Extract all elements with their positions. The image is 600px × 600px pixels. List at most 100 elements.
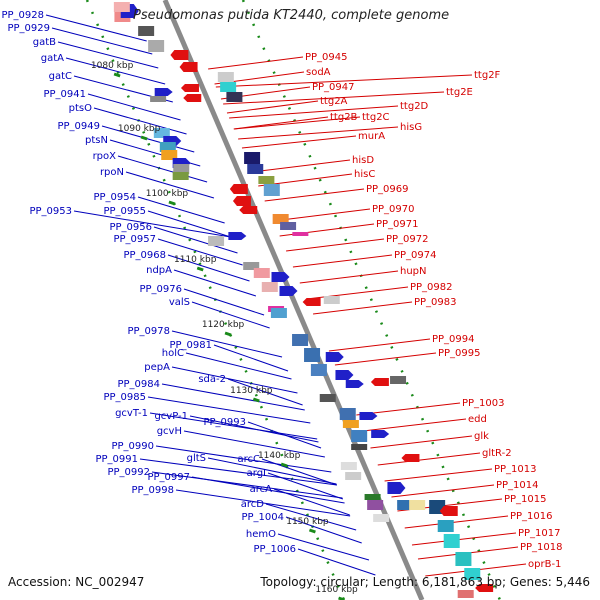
gene-label[interactable]: ttg2E [446, 87, 473, 98]
gene-label[interactable]: arcD [241, 499, 265, 510]
gene-label[interactable]: ttg2A [320, 96, 348, 107]
gene-label[interactable]: sda-2 [198, 374, 226, 385]
gene-label[interactable]: gltS [187, 453, 206, 464]
gene-label[interactable]: PP_0991 [95, 454, 138, 465]
gene-label[interactable]: ndpA [146, 265, 172, 276]
gene-label[interactable]: PP_0970 [372, 204, 415, 215]
gene-block [364, 494, 381, 500]
gene-label[interactable]: PP_0953 [29, 206, 72, 217]
gene-label[interactable]: PP_0976 [139, 284, 182, 295]
gene-label[interactable]: PP_0994 [432, 334, 475, 345]
gene-label[interactable]: edd [468, 414, 487, 425]
gene-label[interactable]: PP_0941 [43, 89, 86, 100]
gene-label[interactable]: holC [162, 348, 184, 359]
gene-label[interactable]: ttg2C [362, 112, 390, 123]
gene-label[interactable]: PP_1013 [494, 464, 537, 475]
gene-label[interactable]: PP_0945 [305, 52, 348, 63]
gene-label[interactable]: PP_0993 [203, 417, 246, 428]
gene-label[interactable]: PP_0969 [366, 184, 409, 195]
gene-label[interactable]: PP_0972 [386, 234, 429, 245]
gene-label[interactable]: PP_0985 [103, 392, 146, 403]
gene-label[interactable]: gatB [33, 37, 56, 48]
gene-label[interactable]: PP_0984 [117, 379, 160, 390]
gene-label[interactable]: sodA [306, 67, 331, 78]
label-leader-line [65, 57, 166, 85]
gene-label[interactable]: PP_0982 [410, 282, 453, 293]
gene-label[interactable]: hisD [352, 155, 374, 166]
label-leader-line [171, 330, 283, 358]
gene-label[interactable]: PP_0995 [438, 348, 481, 359]
gene-label[interactable]: PP_0983 [414, 297, 457, 308]
gene-label[interactable]: arcC [238, 454, 261, 465]
gene-label[interactable]: gcvH [157, 426, 182, 437]
gene-label[interactable]: PP_0956 [109, 222, 152, 233]
gene-label[interactable]: PP_1017 [518, 528, 561, 539]
gene-label[interactable]: rpoN [100, 167, 124, 178]
gene-label[interactable]: PP_0949 [57, 121, 100, 132]
gene-label[interactable]: PP_1003 [462, 398, 505, 409]
gene-label[interactable]: PP_0947 [312, 82, 355, 93]
label-leader-line [264, 188, 365, 202]
label-leader-line [370, 435, 473, 449]
gene-label[interactable]: gcvP-1 [154, 411, 188, 422]
gene-label[interactable]: arcA [250, 484, 273, 495]
gene-label[interactable]: rpoX [93, 151, 117, 162]
gene-label[interactable]: gltR-2 [482, 448, 512, 459]
gene-label[interactable]: pepA [144, 362, 170, 373]
gene-label[interactable]: PP_1014 [496, 480, 539, 491]
gene-label[interactable]: PP_0981 [169, 340, 212, 351]
gene-label[interactable]: PP_1018 [520, 542, 563, 553]
gene-label[interactable]: PP_0928 [1, 10, 44, 21]
gene-label[interactable]: PP_0997 [147, 472, 190, 483]
gene-label[interactable]: PP_0957 [113, 234, 156, 245]
gene-label[interactable]: PP_1004 [241, 512, 284, 523]
gene-block [258, 176, 275, 184]
gene-label[interactable]: gatA [41, 53, 64, 64]
gene-label[interactable]: hisC [354, 169, 375, 180]
label-leader-line [328, 338, 431, 352]
gene-label[interactable]: valS [169, 297, 190, 308]
gene-label[interactable]: PP_1015 [504, 494, 547, 505]
gene-label[interactable]: PP_0929 [7, 23, 50, 34]
gene-label[interactable]: hupN [400, 266, 427, 277]
label-leader-line [147, 396, 311, 424]
label-leader-line [147, 210, 231, 238]
gene-label[interactable]: PP_1016 [510, 511, 553, 522]
gene-label[interactable]: PP_0955 [103, 206, 146, 217]
gene-label[interactable]: PP_0971 [376, 219, 419, 230]
gene-label[interactable]: ttg2F [474, 70, 501, 81]
gene-label[interactable]: PP_0968 [123, 250, 166, 261]
gene-label[interactable]: PP_0954 [93, 192, 136, 203]
gene-block [310, 364, 327, 376]
gene-label[interactable]: ttg2D [400, 101, 429, 112]
gene-label[interactable]: oprB-1 [528, 559, 561, 570]
scale-tick [224, 331, 232, 337]
gene-label[interactable]: ptsN [85, 135, 108, 146]
gene-label[interactable]: hisG [400, 122, 422, 133]
gene-label[interactable]: gatC [49, 71, 72, 82]
gene-label[interactable]: ptsO [69, 103, 92, 114]
gene-label[interactable]: glk [474, 431, 489, 442]
gene-label[interactable]: murA [358, 131, 385, 142]
gene-label[interactable]: hemO [246, 529, 276, 540]
gene-arrow [183, 94, 202, 102]
gene-label[interactable]: PP_0978 [127, 326, 170, 337]
gene-label[interactable]: argI [247, 468, 266, 479]
gene-block [173, 164, 190, 174]
gene-label[interactable]: gcvT-1 [115, 408, 148, 419]
gene-label[interactable]: PP_1006 [253, 544, 296, 555]
gene-label[interactable]: PP_0990 [111, 441, 154, 452]
label-leader-line [183, 430, 325, 458]
label-leader-line [241, 135, 357, 149]
gene-label[interactable]: PP_0998 [131, 485, 174, 496]
gene-block [261, 282, 278, 292]
gene-label[interactable]: PP_0974 [394, 250, 437, 261]
scale-label: 1110 kbp [174, 255, 217, 265]
dotted-guide-left [85, 0, 346, 600]
gene-arrow [325, 352, 344, 362]
gene-label[interactable]: PP_0992 [107, 467, 150, 478]
gene-block [253, 268, 270, 278]
gene-label[interactable]: ttg2B [330, 112, 358, 123]
